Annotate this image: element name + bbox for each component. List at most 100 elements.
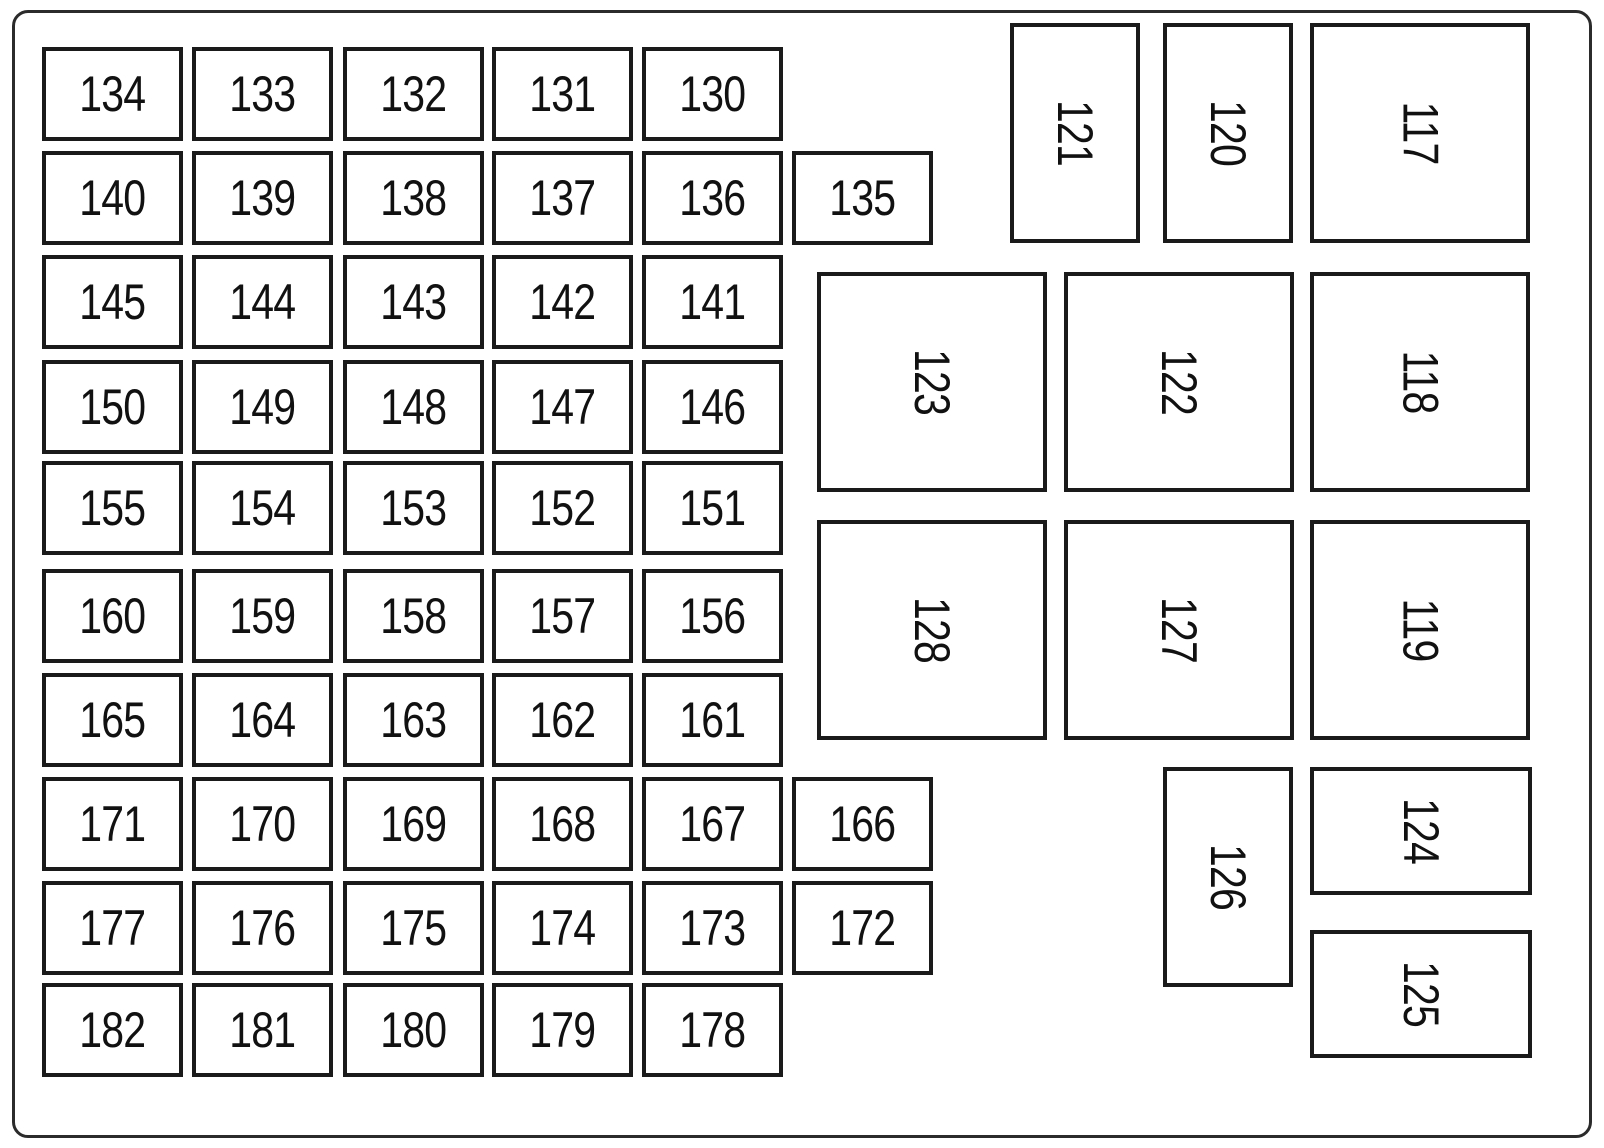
fuse-163: 163 — [343, 673, 484, 767]
fuse-139: 139 — [192, 151, 333, 245]
fuse-138: 138 — [343, 151, 484, 245]
fuse-label: 165 — [79, 692, 147, 748]
fuse-label: 136 — [679, 170, 747, 226]
fuse-label: 147 — [529, 379, 597, 435]
fuse-label: 133 — [229, 66, 297, 122]
fuse-157: 157 — [492, 569, 633, 663]
fuse-label: 168 — [529, 796, 597, 852]
fuse-label: 118 — [1392, 350, 1448, 414]
fuse-137: 137 — [492, 151, 633, 245]
fuse-label: 175 — [380, 900, 448, 956]
fuse-label: 125 — [1393, 961, 1449, 1027]
fuse-label: 182 — [79, 1002, 147, 1058]
fuse-134: 134 — [42, 47, 183, 141]
fuse-174: 174 — [492, 881, 633, 975]
fuse-label: 149 — [229, 379, 297, 435]
fuse-label: 160 — [79, 588, 147, 644]
fuse-154: 154 — [192, 461, 333, 555]
fuse-label: 169 — [380, 796, 448, 852]
fuse-label: 130 — [679, 66, 747, 122]
fuse-150: 150 — [42, 360, 183, 454]
fuse-label: 173 — [679, 900, 747, 956]
fuse-label: 177 — [79, 900, 147, 956]
fuse-159: 159 — [192, 569, 333, 663]
fuse-label: 131 — [529, 66, 597, 122]
fuse-label: 154 — [229, 480, 297, 536]
fuse-label: 127 — [1151, 597, 1207, 663]
fuse-label: 124 — [1393, 798, 1449, 864]
fuse-label: 174 — [529, 900, 597, 956]
fuse-label: 132 — [380, 66, 448, 122]
fuse-126: 126 — [1163, 767, 1293, 987]
fuse-label: 137 — [529, 170, 597, 226]
fuse-label: 140 — [79, 170, 147, 226]
fuse-178: 178 — [642, 983, 783, 1077]
fuse-161: 161 — [642, 673, 783, 767]
fuse-168: 168 — [492, 777, 633, 871]
fuse-119: 119 — [1310, 520, 1530, 740]
fuse-160: 160 — [42, 569, 183, 663]
fuse-label: 155 — [79, 480, 147, 536]
fuse-179: 179 — [492, 983, 633, 1077]
fuse-label: 142 — [529, 274, 597, 330]
fuse-164: 164 — [192, 673, 333, 767]
fuse-145: 145 — [42, 255, 183, 349]
fuse-153: 153 — [343, 461, 484, 555]
fuse-143: 143 — [343, 255, 484, 349]
fuse-181: 181 — [192, 983, 333, 1077]
fuse-155: 155 — [42, 461, 183, 555]
fuse-141: 141 — [642, 255, 783, 349]
fuse-label: 123 — [904, 349, 960, 415]
fuse-label: 120 — [1200, 100, 1256, 166]
fuse-121: 121 — [1010, 23, 1140, 243]
fuse-173: 173 — [642, 881, 783, 975]
fuse-label: 143 — [380, 274, 448, 330]
fuse-label: 153 — [380, 480, 448, 536]
fuse-label: 134 — [79, 66, 147, 122]
fuse-label: 158 — [380, 588, 448, 644]
fuse-133: 133 — [192, 47, 333, 141]
fuse-label: 167 — [679, 796, 747, 852]
fuse-label: 126 — [1200, 844, 1256, 910]
fuse-175: 175 — [343, 881, 484, 975]
fuse-117: 117 — [1310, 23, 1530, 243]
fuse-170: 170 — [192, 777, 333, 871]
fuse-146: 146 — [642, 360, 783, 454]
fuse-176: 176 — [192, 881, 333, 975]
fuse-171: 171 — [42, 777, 183, 871]
fuse-label: 152 — [529, 480, 597, 536]
fuse-158: 158 — [343, 569, 484, 663]
fuse-label: 157 — [529, 588, 597, 644]
fuse-label: 163 — [380, 692, 448, 748]
fuse-166: 166 — [792, 777, 933, 871]
fuse-label: 166 — [829, 796, 897, 852]
fuse-156: 156 — [642, 569, 783, 663]
fuse-label: 145 — [79, 274, 147, 330]
fuse-label: 139 — [229, 170, 297, 226]
fuse-128: 128 — [817, 520, 1047, 740]
fuse-label: 161 — [679, 692, 747, 748]
fuse-label: 172 — [829, 900, 897, 956]
fuse-label: 164 — [229, 692, 297, 748]
fuse-140: 140 — [42, 151, 183, 245]
fuse-130: 130 — [642, 47, 783, 141]
fuse-131: 131 — [492, 47, 633, 141]
fuse-149: 149 — [192, 360, 333, 454]
fuse-label: 122 — [1151, 349, 1207, 415]
fuse-118: 118 — [1310, 272, 1530, 492]
fuse-135: 135 — [792, 151, 933, 245]
fuse-122: 122 — [1064, 272, 1294, 492]
fuse-label: 180 — [380, 1002, 448, 1058]
fuse-147: 147 — [492, 360, 633, 454]
fuse-label: 156 — [679, 588, 747, 644]
fuse-label: 159 — [229, 588, 297, 644]
fuse-148: 148 — [343, 360, 484, 454]
fuse-165: 165 — [42, 673, 183, 767]
fuse-label: 176 — [229, 900, 297, 956]
fuse-144: 144 — [192, 255, 333, 349]
fuse-177: 177 — [42, 881, 183, 975]
fuse-172: 172 — [792, 881, 933, 975]
fuse-136: 136 — [642, 151, 783, 245]
fuse-127: 127 — [1064, 520, 1294, 740]
fuse-label: 119 — [1392, 598, 1448, 662]
